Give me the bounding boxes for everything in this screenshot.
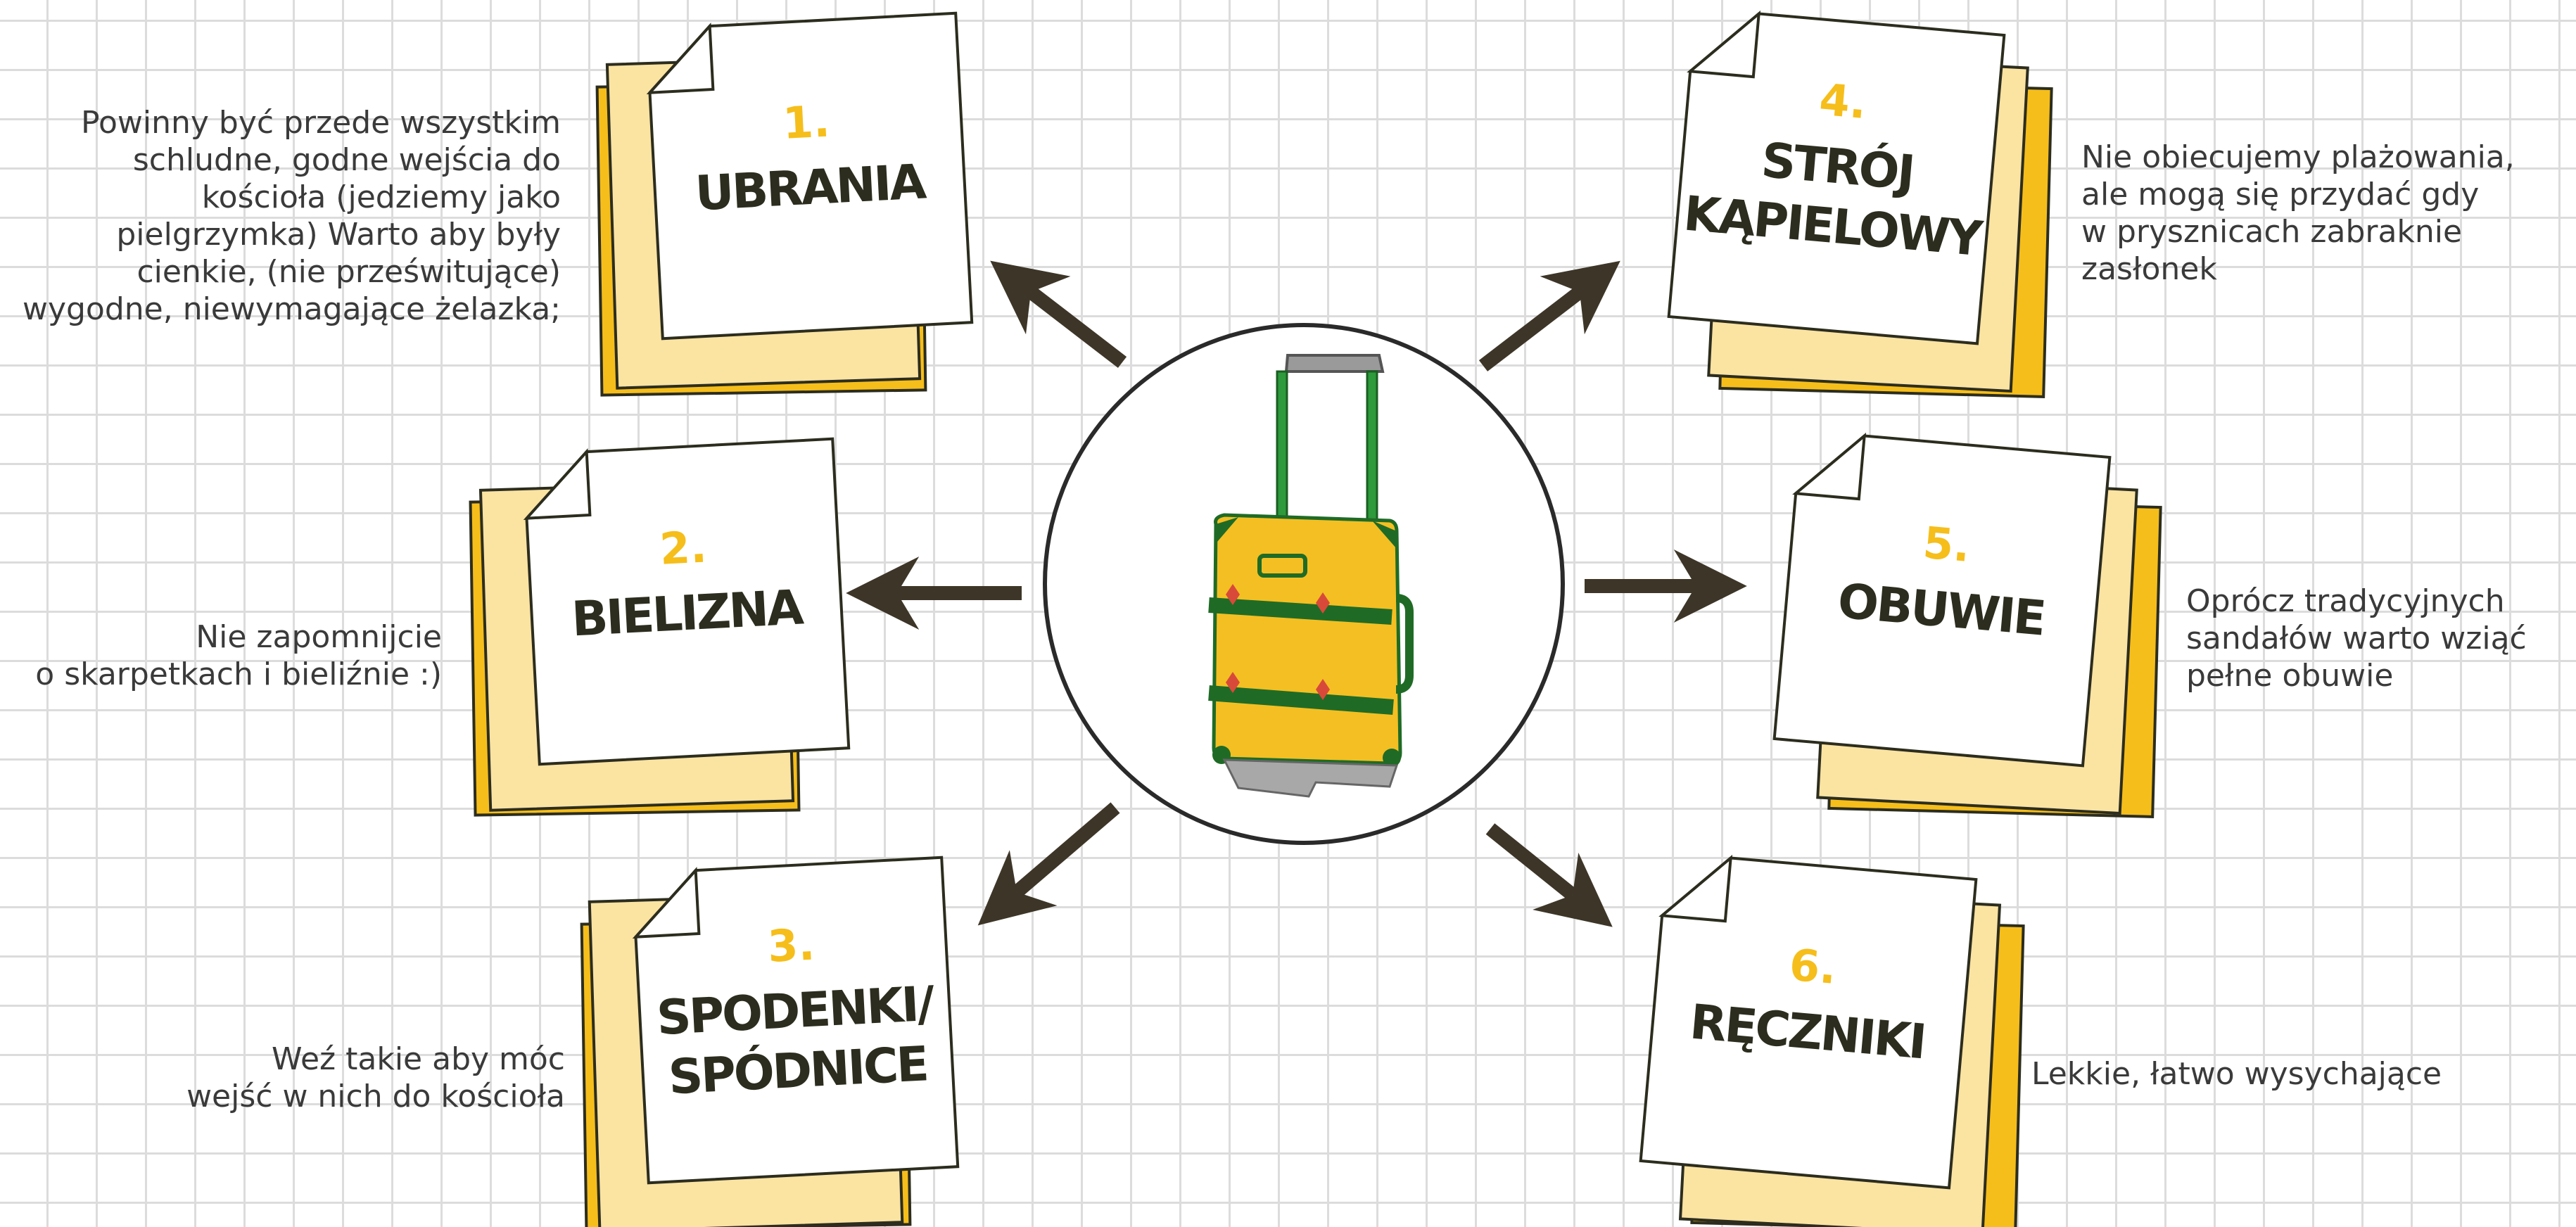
arrows xyxy=(846,260,1747,927)
note-2-number: 2. xyxy=(659,521,708,574)
note-4-number: 4. xyxy=(1817,74,1869,129)
note-4-description-line: ale mogą się przydać gdy xyxy=(2081,177,2480,212)
page-fold-icon xyxy=(632,867,701,939)
note-3-description: Weź takie aby móc wejść w nich do kościo… xyxy=(186,1041,565,1115)
note-3-number: 3. xyxy=(766,918,816,972)
note-6-number: 6. xyxy=(1787,939,1839,995)
page-fold-icon xyxy=(523,448,592,520)
arrow-to-note-1 xyxy=(990,260,1127,368)
note-2-description-line: Nie zapomnijcie xyxy=(196,619,442,655)
note-3-description-line: wejść w nich do kościoła xyxy=(186,1079,565,1114)
note-1-title-line: UBRANIA xyxy=(694,154,928,222)
note-1-description-line: Powinny być przede wszystkim xyxy=(81,105,561,141)
note-5-description-line: Oprócz tradycyjnych xyxy=(2186,583,2505,619)
note-1: 1. UBRANIA xyxy=(595,11,974,397)
note-3-front-sheet: 3.SPODENKI/SPÓDNICE xyxy=(632,856,960,1185)
note-4-description-line: w prysznicach zabraknie xyxy=(2081,214,2463,250)
page-fold-icon xyxy=(1792,432,1867,501)
page-fold-icon xyxy=(1658,854,1733,923)
note-1-description-line: schludne, godne wejścia do xyxy=(132,142,561,178)
arrow-to-note-6 xyxy=(1485,823,1613,927)
suitcase-icon xyxy=(1208,354,1414,798)
note-5-number: 5. xyxy=(1921,517,1972,573)
note-5: 5.OBUWIE xyxy=(1772,432,2162,818)
arrow-to-note-4 xyxy=(1478,260,1620,371)
note-6-description-line: Lekkie, łatwo wysychające xyxy=(2031,1056,2442,1092)
note-6-description: Lekkie, łatwo wysychające xyxy=(2031,1055,2442,1093)
note-5-description-line: sandałów warto wziąć xyxy=(2186,621,2527,656)
note-2-front-sheet: 2. BIELIZNA xyxy=(523,437,851,766)
note-5-description: Oprócz tradycyjnych sandałów warto wziąć… xyxy=(2186,583,2527,694)
note-4-description: Nie obiecujemy plażowania, ale mogą się … xyxy=(2081,139,2515,288)
note-1-description-line: cienkie, (nie prześwitujące) xyxy=(137,254,561,290)
note-1-description-line: kościoła (jedziemy jako xyxy=(201,179,561,215)
page-fold-icon xyxy=(646,23,715,94)
note-1-description: Powinny być przede wszystkim schludne, g… xyxy=(23,104,561,328)
note-3-title-line: SPÓDNICE xyxy=(667,1036,928,1105)
note-3: 3.SPODENKI/SPÓDNICE xyxy=(580,856,960,1227)
note-6-front-sheet: 6.RĘCZNIKI xyxy=(1639,854,1978,1190)
note-1-description-line: wygodne, niewymagające żelazka; xyxy=(22,291,561,327)
note-5-front-sheet: 5.OBUWIE xyxy=(1772,432,2112,768)
note-2: 2. BIELIZNA xyxy=(469,437,851,817)
note-5-description-line: pełne obuwie xyxy=(2186,658,2394,694)
note-1-front-sheet: 1. UBRANIA xyxy=(646,11,974,341)
note-1-description-line: pielgrzymka) Warto aby były xyxy=(116,217,561,253)
page-fold-icon xyxy=(1687,10,1761,79)
note-4-title-line: STRÓJ xyxy=(1759,132,1915,202)
note-2-description: Nie zapomnijcie o skarpetkach i bieliźni… xyxy=(35,618,442,693)
note-4-description-line: zasłonek xyxy=(2081,251,2217,287)
note-3-description-line: Weź takie aby móc xyxy=(272,1041,565,1077)
note-2-description-line: o skarpetkach i bieliźnie :) xyxy=(35,656,442,692)
note-4-description-line: Nie obiecujemy plażowania, xyxy=(2081,139,2515,175)
note-2-title-line: BIELIZNA xyxy=(571,580,806,647)
note-1-number: 1. xyxy=(782,95,831,148)
arrow-to-note-3 xyxy=(977,802,1120,926)
note-6: 6.RĘCZNIKI xyxy=(1639,854,2025,1227)
